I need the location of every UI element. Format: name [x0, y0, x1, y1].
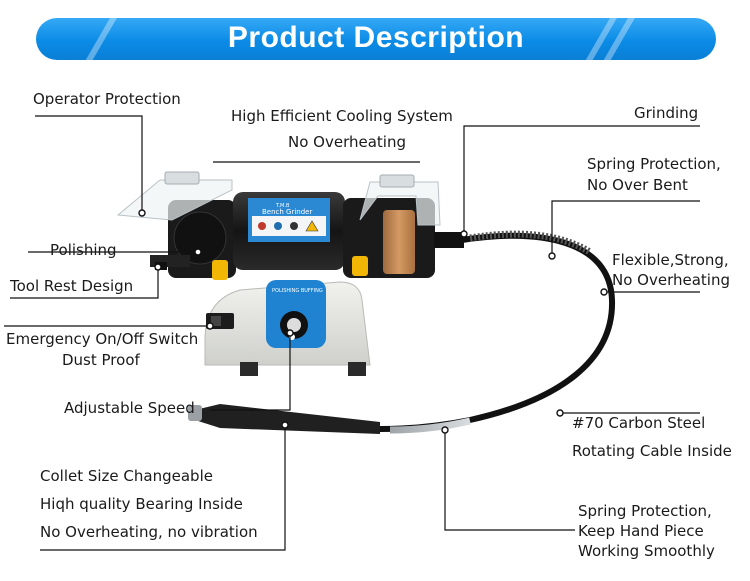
- callout-carbon-a: #70 Carbon Steel: [572, 414, 706, 432]
- callout-spring-2b: Keep Hand Piece: [578, 522, 704, 540]
- callout-collet-a: Collet Size Changeable: [40, 467, 213, 485]
- right-switch-knob: [352, 256, 368, 276]
- callout-adjustable-speed: Adjustable Speed: [64, 399, 195, 417]
- leader-lines: [4, 115, 700, 551]
- leader-dots: [138, 209, 608, 434]
- handpiece: [188, 404, 380, 434]
- dial-label: POLISHING BUFFING: [272, 288, 323, 294]
- left-guard: [116, 171, 236, 280]
- callout-spring-2c: Working Smoothly: [578, 542, 715, 560]
- callout-carbon-b: Rotating Cable Inside: [572, 442, 732, 460]
- callout-spring-1b: No Over Bent: [587, 176, 688, 194]
- callout-collet-c: No Overheating, no vibration: [40, 523, 258, 541]
- callout-cooling-1: High Efficient Cooling System: [231, 107, 453, 125]
- callout-flexible-a: Flexible,Strong,: [612, 251, 729, 269]
- banner-title: Product Description: [227, 21, 525, 54]
- grinding-wheel: [383, 210, 415, 274]
- callout-grinding: Grinding: [634, 104, 699, 122]
- right-guard: [343, 174, 464, 278]
- speed-dial: [266, 280, 326, 348]
- title-banner: Product Description: [36, 18, 716, 60]
- callout-spring-2a: Spring Protection,: [578, 502, 712, 520]
- callout-flexible-b: No Overheating: [612, 271, 730, 289]
- flex-shaft-coupling: [434, 232, 464, 248]
- badge-main: Bench Grinder: [262, 208, 312, 216]
- callout-emergency-b: Dust Proof: [62, 351, 140, 369]
- callout-cooling-2: No Overheating: [288, 133, 406, 151]
- callout-emergency-a: Emergency On/Off Switch: [6, 330, 199, 348]
- callout-tool-rest: Tool Rest Design: [10, 277, 134, 295]
- motor-housing: [233, 192, 345, 270]
- callout-collet-b: Hiqh quality Bearing Inside: [40, 495, 243, 513]
- left-switch-knob: [212, 260, 228, 280]
- callout-spring-1a: Spring Protection,: [587, 155, 721, 173]
- callout-operator-protection: Operator Protection: [33, 90, 181, 108]
- badge-top: T.M.B: [275, 203, 290, 209]
- callout-polishing: Polishing: [50, 241, 117, 259]
